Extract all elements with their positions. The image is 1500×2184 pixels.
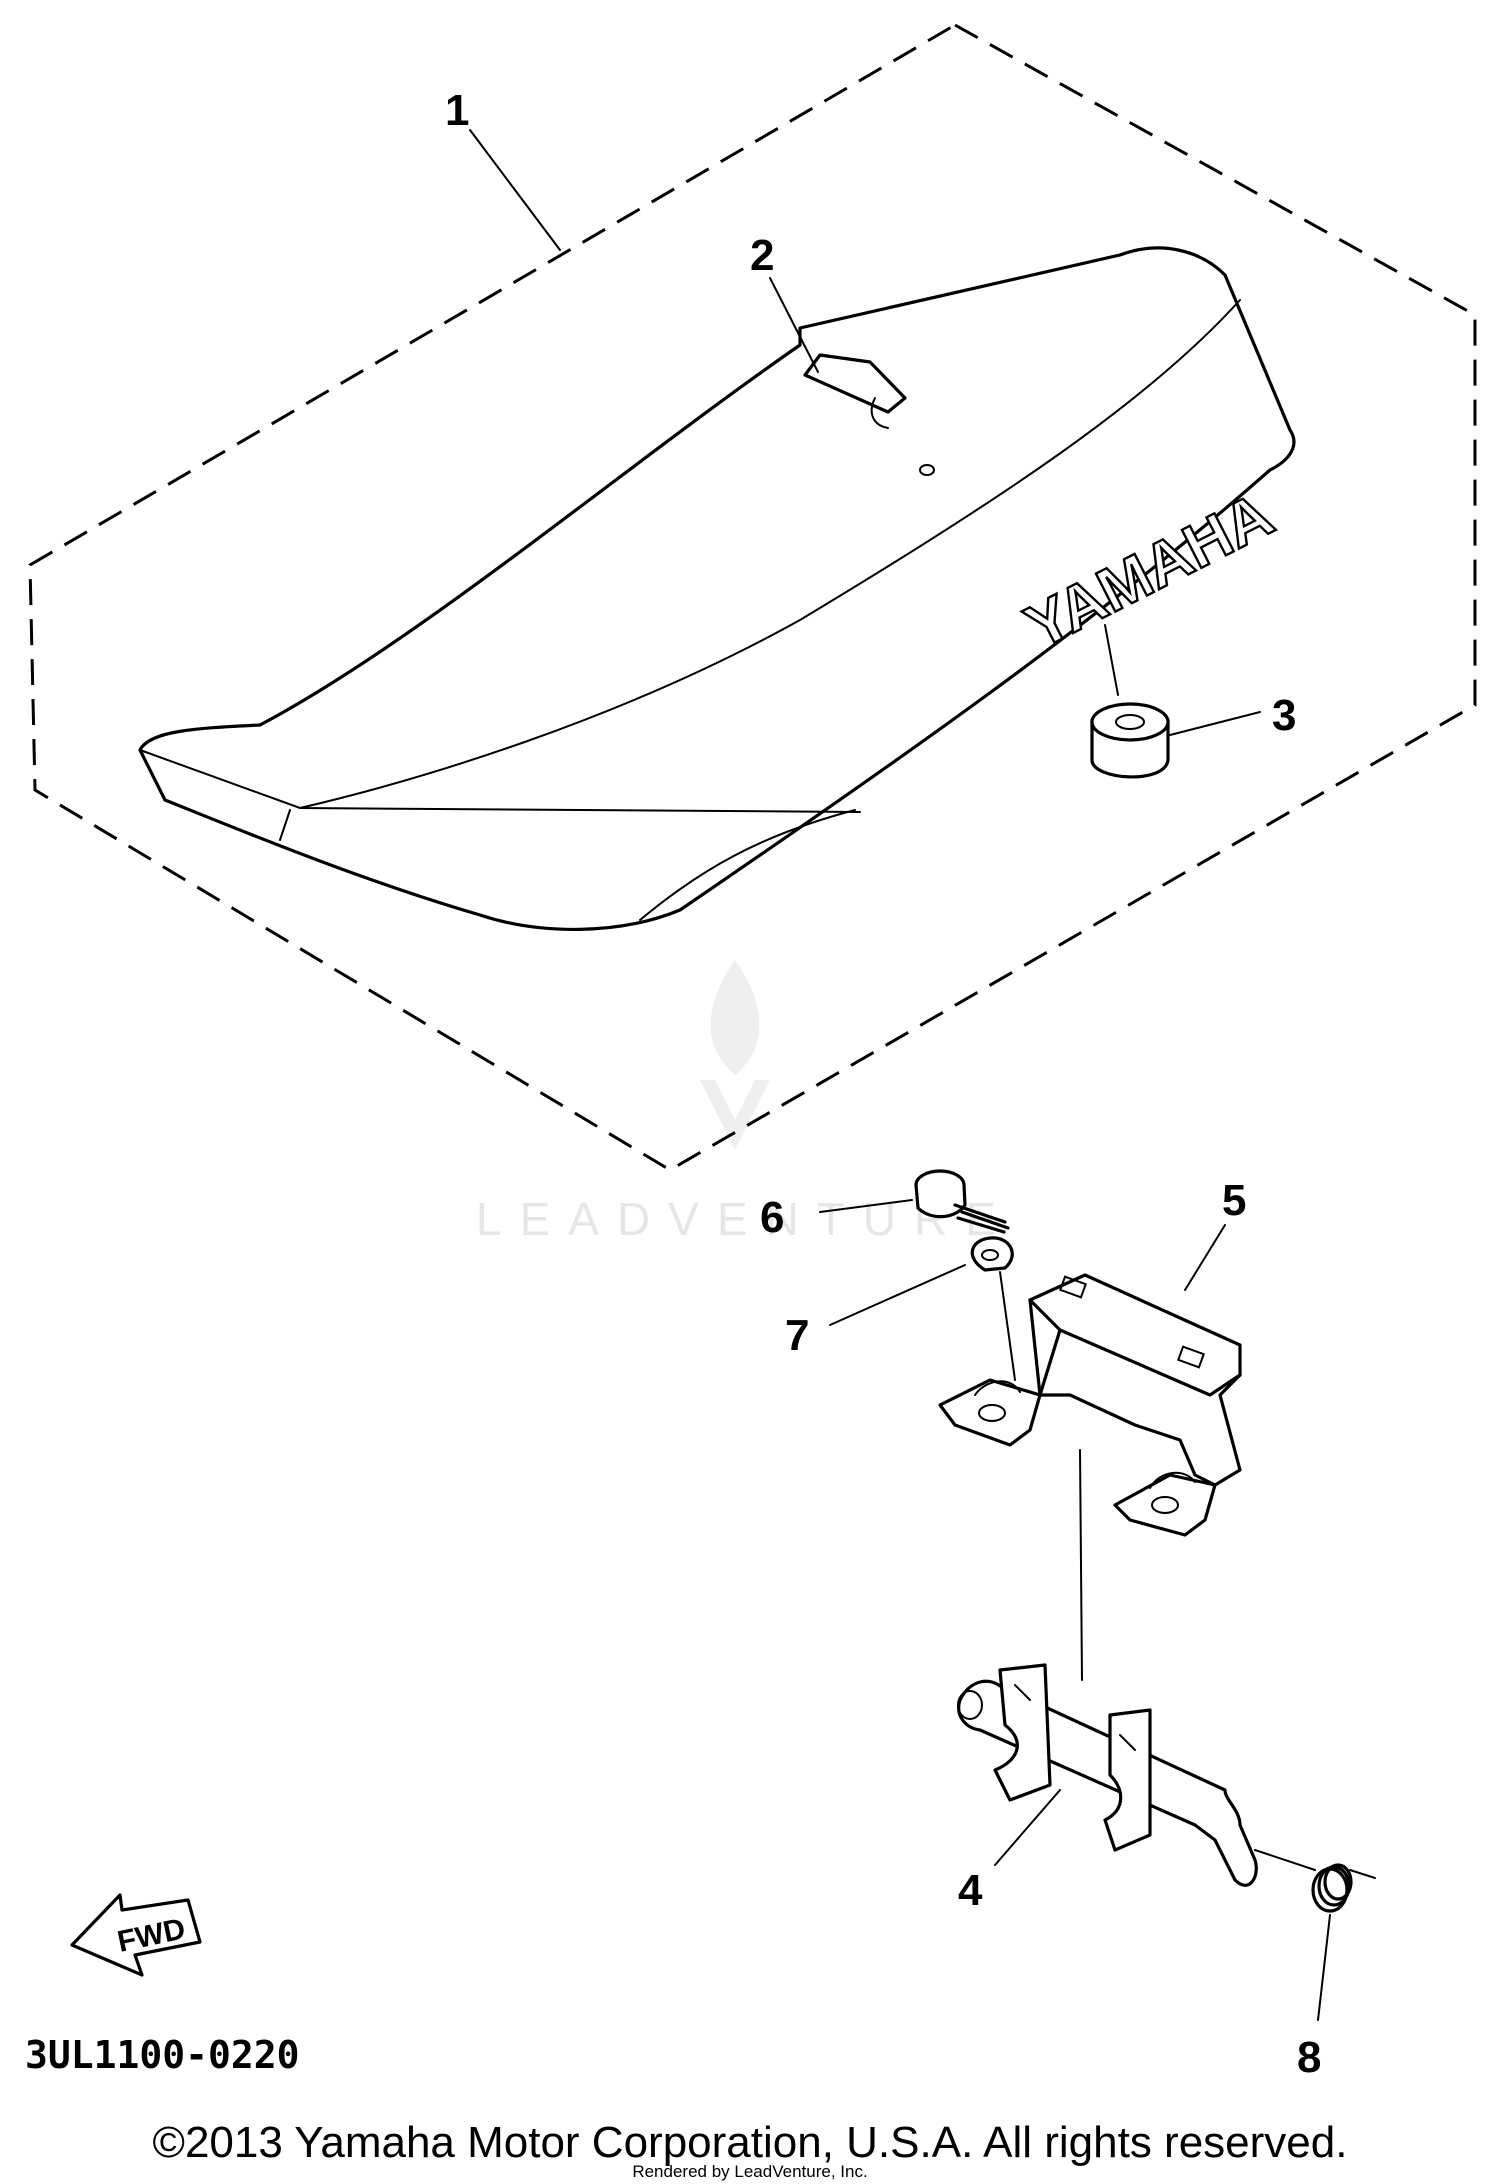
callout-1: 1 <box>445 86 469 135</box>
leadventure-watermark: LEADVENTURE <box>476 960 1014 1245</box>
rendered-by-notice: Rendered by LeadVenture, Inc. <box>632 2162 868 2181</box>
leader-line-5 <box>1184 1224 1226 1291</box>
diagram-code: 3UL1100-0220 <box>25 2033 300 2077</box>
seat-body: YAMAHA <box>138 246 1296 932</box>
callout-7: 7 <box>785 1311 809 1360</box>
watermark-text: LEADVENTURE <box>476 1193 1014 1245</box>
callout-5: 5 <box>1222 1176 1246 1225</box>
seat-assembly-boundary <box>28 23 1477 1172</box>
washer-clip-part <box>970 1236 1014 1272</box>
leader-line-7b <box>999 1271 1016 1381</box>
callout-6: 6 <box>760 1193 784 1242</box>
spring-part <box>1254 1849 1376 1913</box>
leader-line-3 <box>1169 711 1261 736</box>
leader-line-4 <box>994 1789 1061 1866</box>
fwd-arrow-icon: FWD <box>70 1893 202 1977</box>
callout-8: 8 <box>1297 2033 1321 2082</box>
callout-4: 4 <box>958 1866 983 1915</box>
leader-line-1 <box>469 129 561 251</box>
copyright-notice: ©2013 Yamaha Motor Corporation, U.S.A. A… <box>152 2118 1348 2167</box>
callout-2: 2 <box>750 231 774 280</box>
leader-line-7 <box>829 1264 966 1326</box>
seat-damper-part <box>1090 624 1170 779</box>
leader-line-6 <box>819 1199 913 1213</box>
leader-line-8 <box>1317 1914 1331 2021</box>
callout-3: 3 <box>1272 691 1296 740</box>
seat-lock-bracket-part <box>938 1273 1242 1537</box>
leader-line-2 <box>769 277 819 373</box>
seat-lock-lever-part <box>957 1663 1258 1887</box>
bolt-part <box>914 1169 1010 1234</box>
assembly-line <box>1079 1449 1083 1681</box>
